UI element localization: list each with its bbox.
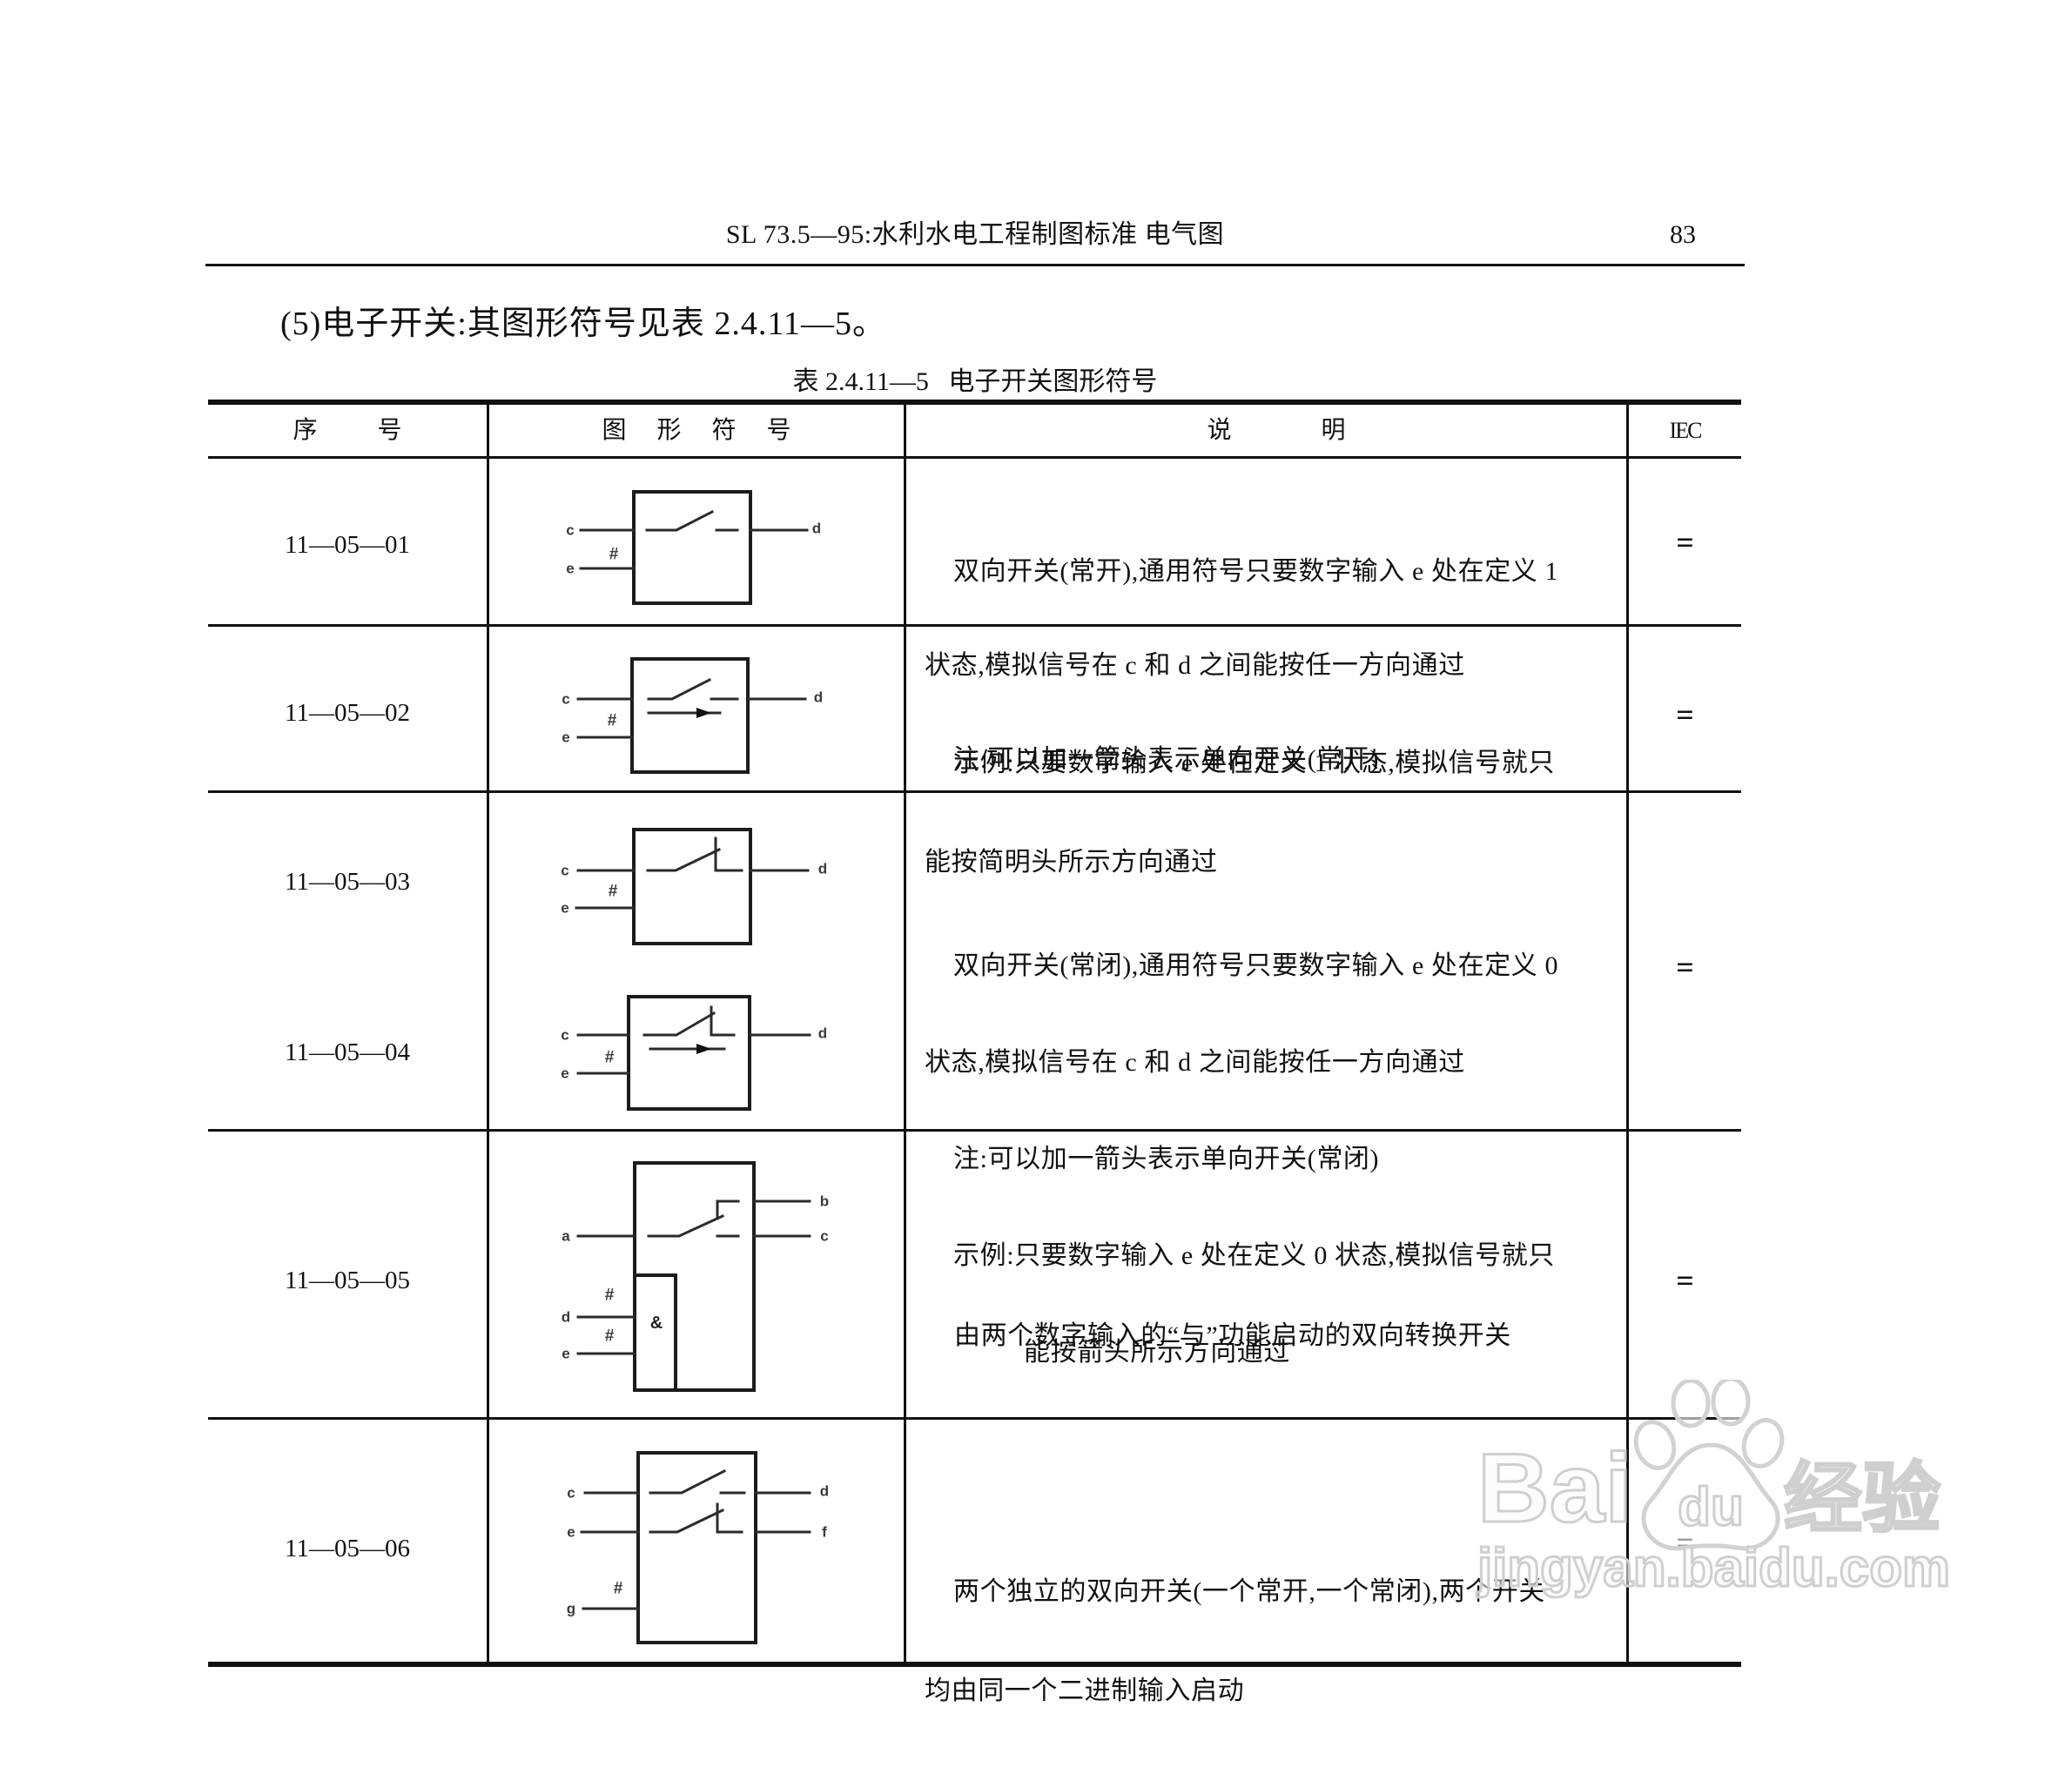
terminal-label: e (567, 1524, 575, 1541)
terminal-label: d (818, 861, 827, 877)
digital-input-marker: # (614, 1580, 623, 1598)
column-header-description: 说 明 (1207, 417, 1346, 444)
terminal-label: c (562, 691, 569, 708)
terminal-label: d (820, 1483, 829, 1500)
paw-icon (1633, 1380, 1785, 1551)
description-line: 注:可以加一箭头表示单向开关(常闭) (953, 1145, 1380, 1173)
description-line: 状态,模拟信号在 c 和 d 之间能按任一方向通过 (925, 1048, 1465, 1077)
terminal-label: d (812, 521, 821, 537)
digital-input-marker: # (609, 546, 619, 564)
terminal-label: g (567, 1601, 575, 1617)
description-line: 双向开关(常开),通用符号只要数字输入 e 处在定义 1 (953, 557, 1559, 586)
row-divider (208, 624, 1741, 627)
digital-input-marker: # (609, 883, 618, 901)
digital-input-marker: # (605, 1327, 615, 1346)
running-header: SL 73.5—95:水利水电工程制图标准 电气图 (725, 220, 1225, 249)
description-cell: 两个独立的双向开关(一个常开,一个常闭),两个开关 均由同一个二进制输入启动 (925, 1509, 1545, 1774)
terminal-label: c (561, 863, 568, 879)
row-divider (208, 1129, 1741, 1132)
description-cell: 示例:只要数字输入 e 处在定义 1 状态,模拟信号就只 能按简明头所示方向通过 (925, 681, 1555, 945)
column-divider (487, 405, 489, 1662)
row-divider (208, 1417, 1741, 1420)
column-header-iec: IEC (1669, 418, 1703, 443)
digital-input-marker: # (608, 712, 617, 730)
serial-number: 11—05—06 (285, 1535, 410, 1562)
digital-input-marker: # (605, 1049, 615, 1067)
terminal-label: e (561, 900, 568, 917)
arrow-icon (696, 708, 711, 718)
column-divider (1626, 405, 1629, 1662)
description-line: 能按简明头所示方向通过 (925, 848, 1218, 877)
intro-paragraph: (5)电子开关:其图形符号见表 2.4.11—5。 (280, 306, 886, 342)
baidu-jingyan-watermark: Bai du 经验 jingyan.baidu.com (1476, 1380, 1952, 1600)
serial-number: 11—05—05 (285, 1267, 410, 1294)
terminal-label: d (818, 1025, 827, 1042)
description-line: 由两个数字输入的“与”功能启动的双向转换开关 (954, 1321, 1511, 1350)
iec-equivalence-mark: = (1676, 697, 1694, 732)
table-top-rule (208, 400, 1741, 405)
column-header-serial: 序 号 (293, 417, 402, 444)
table-bottom-rule (208, 1662, 1741, 1667)
description-line: 注:可以加一箭头表示单向开关(常开) (953, 745, 1380, 774)
terminal-label: e (561, 1065, 568, 1082)
terminal-label: e (566, 561, 574, 577)
description-line: 双向开关(常闭),通用符号只要数字输入 e 处在定义 0 (953, 951, 1559, 980)
description-line: 两个独立的双向开关(一个常开,一个常闭),两个开关 (953, 1577, 1545, 1606)
description-line: 能按箭头所示方向通过 (1024, 1338, 1290, 1367)
arrow-icon (696, 1044, 711, 1054)
column-header-symbol: 图 形 符 号 (602, 417, 791, 444)
header-rule (205, 264, 1745, 266)
description-line: 示例:只要数字输入 e 处在定义 0 状态,模拟信号就只 (953, 1241, 1555, 1270)
terminal-label: e (562, 729, 569, 746)
serial-number: 11—05—01 (285, 531, 410, 559)
terminal-label: d (562, 1309, 570, 1326)
description-cell: 由两个数字输入的“与”功能启动的双向转换开关 (925, 1258, 1511, 1414)
switch-no-unidirectional-symbol: c e # d (562, 657, 823, 774)
dual-switch-symbol: c e g # d f (567, 1451, 829, 1644)
and-function-marker: & (650, 1314, 663, 1333)
terminal-label: c (566, 522, 574, 539)
description-line: 均由同一个二进制输入启动 (925, 1677, 1245, 1705)
watermark-brand-left: Bai (1477, 1434, 1632, 1542)
table-caption: 表 2.4.11—5 电子开关图形符号 (792, 367, 1158, 396)
iec-equivalence-mark: = (1676, 950, 1694, 984)
switch-nc-bidirectional-symbol: c e # d (561, 828, 827, 945)
page-number: 83 (1670, 220, 1696, 249)
watermark-brand-right: 经验 (1784, 1455, 1941, 1542)
serial-number: 11—05—03 (285, 868, 410, 896)
description-cell: 双向开关(常开),通用符号只要数字输入 e 处在定义 1 状态,模拟信号在 c … (925, 494, 1558, 838)
switch-no-bidirectional-symbol: c e # d (566, 490, 821, 605)
watermark-url: jingyan.baidu.com (1477, 1538, 1950, 1598)
column-divider (904, 405, 906, 1662)
terminal-label: e (562, 1346, 569, 1362)
terminal-label: c (820, 1228, 828, 1245)
and-gate-box (635, 1273, 677, 1390)
digital-input-marker: # (605, 1287, 615, 1305)
and-changeover-switch-symbol: a b c d e # # & (562, 1161, 829, 1392)
table-header-rule (208, 456, 1741, 459)
terminal-label: b (820, 1193, 829, 1210)
serial-number: 11—05—02 (285, 699, 410, 727)
terminal-label: a (562, 1228, 570, 1245)
terminal-label: d (814, 689, 823, 706)
switch-nc-unidirectional-symbol: c e # d (561, 995, 827, 1111)
row-divider (208, 790, 1741, 793)
description-cell: 双向开关(常闭),通用符号只要数字输入 e 处在定义 0 状态,模拟信号在 c … (925, 885, 1558, 1433)
serial-number: 11—05—04 (285, 1038, 410, 1066)
description-line: 状态,模拟信号在 c 和 d 之间能按任一方向通过 (925, 651, 1465, 680)
terminal-label: f (822, 1524, 827, 1541)
watermark-brand-paw: du (1678, 1477, 1744, 1537)
terminal-label: c (561, 1027, 568, 1044)
iec-equivalence-mark: = (1676, 525, 1694, 560)
description-line: 示例:只要数字输入 e 处在定义 1 状态,模拟信号就只 (953, 749, 1555, 777)
iec-equivalence-mark: = (1676, 1263, 1694, 1298)
terminal-label: c (567, 1485, 575, 1502)
